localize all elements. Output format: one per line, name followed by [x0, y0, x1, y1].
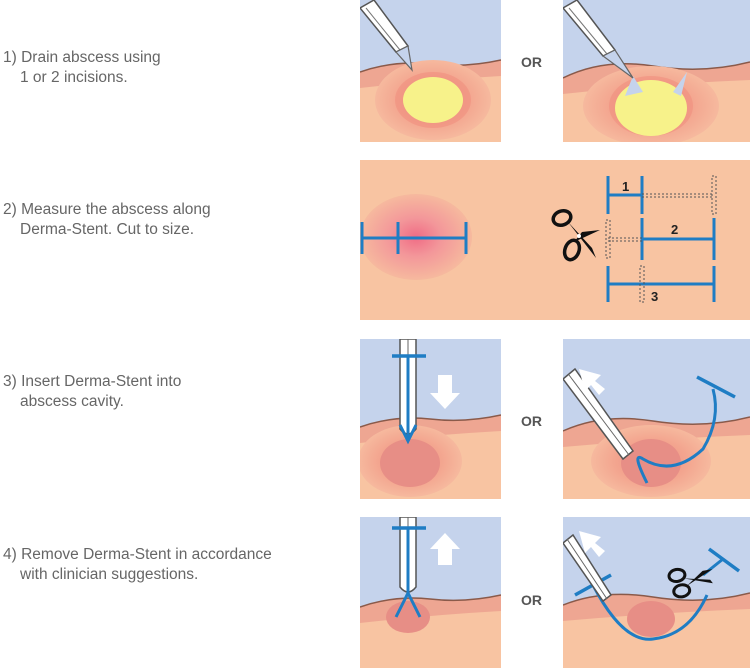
derma-stent — [636, 375, 736, 484]
arrow-up-icon — [579, 369, 605, 395]
arrow-down-icon — [430, 375, 460, 409]
step-4-panel-b — [563, 517, 750, 668]
measure-row-3: 3 — [606, 265, 716, 304]
scalpel-icon — [360, 0, 413, 72]
step-2-panel: 1 2 3 — [360, 160, 750, 320]
or-label-step-3: OR — [521, 413, 542, 429]
derma-stent-measure — [360, 222, 468, 254]
step-4-panel-a — [360, 517, 501, 668]
step-4-text: 4) Remove Derma-Stent in accordance with… — [3, 545, 343, 585]
scissors-icon — [551, 208, 600, 262]
step-3-panel-a — [360, 339, 501, 499]
derma-stent — [392, 526, 426, 618]
step-1-panel-a — [360, 0, 501, 142]
step-1-panel-b — [563, 0, 750, 142]
step-1-line-1: 1) Drain abscess using — [3, 49, 161, 66]
derma-stent — [392, 354, 426, 445]
measure-row-1: 1 — [606, 175, 717, 215]
or-label-step-4: OR — [521, 592, 542, 608]
step-3-line-1: 3) Insert Derma-Stent into — [3, 373, 182, 390]
measure-label-2: 2 — [671, 222, 678, 237]
forceps-icon — [563, 533, 613, 603]
step-3-panel-b — [563, 339, 750, 499]
or-label-step-1: OR — [521, 54, 542, 70]
arrow-up-icon — [430, 533, 460, 565]
step-4-line-1: 4) Remove Derma-Stent in accordance — [3, 546, 272, 563]
pus-pocket — [403, 77, 463, 123]
step-2-line-1: 2) Measure the abscess along — [3, 201, 211, 218]
step-4-line-2: with clinician suggestions. — [20, 566, 199, 583]
step-3-line-2: abscess cavity. — [20, 393, 124, 410]
step-1-line-2: 1 or 2 incisions. — [20, 69, 128, 86]
measure-row-2: 2 — [605, 218, 716, 260]
measure-label-1: 1 — [622, 179, 629, 194]
step-1-text: 1) Drain abscess using 1 or 2 incisions. — [3, 48, 343, 88]
step-2-text: 2) Measure the abscess along Derma-Stent… — [3, 200, 343, 240]
scalpel-icon — [563, 0, 634, 79]
forceps-icon — [563, 367, 635, 461]
step-2-line-2: Derma-Stent. Cut to size. — [20, 221, 195, 238]
measure-label-3: 3 — [651, 289, 658, 304]
step-3-text: 3) Insert Derma-Stent into abscess cavit… — [3, 372, 343, 412]
arrow-up-icon — [579, 531, 605, 557]
